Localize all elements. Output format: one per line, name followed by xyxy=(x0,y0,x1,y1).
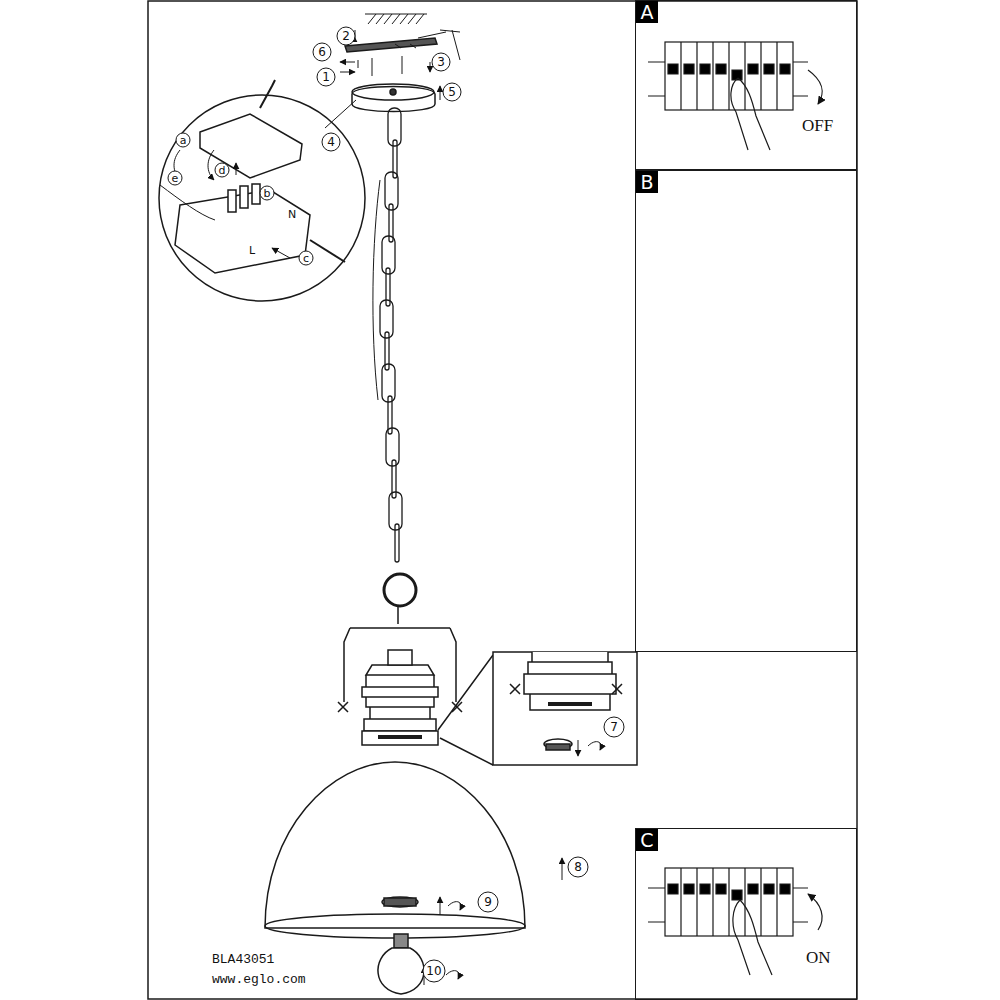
step-letter: C xyxy=(636,829,658,851)
sub-step-letter: e xyxy=(172,173,179,184)
callout-number: 2 xyxy=(342,30,350,42)
website: www.eglo.com xyxy=(212,973,306,986)
switch-state: ON xyxy=(806,949,831,966)
sub-step-letter: d xyxy=(219,165,226,176)
callout-number: 1 xyxy=(322,71,330,83)
lamp-holder xyxy=(338,606,493,765)
callout-number: 3 xyxy=(437,56,445,68)
sub-step-letter: c xyxy=(303,253,309,264)
terminal-mark: N xyxy=(288,209,296,220)
terminal-detail xyxy=(159,80,365,301)
step-letter: A xyxy=(636,1,658,23)
light-bulb xyxy=(378,934,459,994)
breaker-on xyxy=(648,868,822,975)
callout-number: 6 xyxy=(318,46,326,58)
step-panel: B xyxy=(635,170,857,652)
callout-number: 5 xyxy=(448,86,456,98)
callout-number: 7 xyxy=(610,721,618,733)
callout-number: 8 xyxy=(574,861,582,873)
sub-step-letter: a xyxy=(180,135,187,146)
sub-step-letter: b xyxy=(264,188,271,199)
lamp-shade xyxy=(265,762,562,938)
callout-circles xyxy=(168,27,624,982)
model-number: BLA43051 xyxy=(212,953,274,966)
callout-number: 4 xyxy=(327,136,335,148)
step-panel: A OFF xyxy=(635,0,857,170)
switch-state: OFF xyxy=(802,117,833,134)
callout-number: 10 xyxy=(426,965,441,977)
page-frame xyxy=(148,1,857,999)
step-letter: B xyxy=(636,171,658,193)
step-panel: C ON xyxy=(635,828,857,1000)
holder-inset xyxy=(493,652,637,765)
breaker-off xyxy=(648,42,822,150)
callout-number: 9 xyxy=(484,896,492,908)
terminal-mark: L xyxy=(249,245,255,256)
chain xyxy=(373,108,416,606)
